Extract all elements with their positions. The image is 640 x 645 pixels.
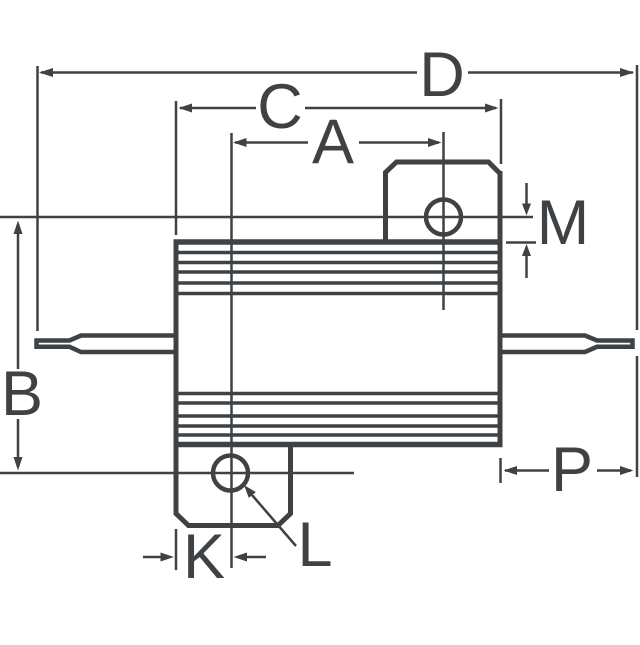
dim-label-B: B [1, 359, 43, 429]
lower-tab-hole [210, 453, 251, 493]
dim-label-L: L [297, 510, 332, 580]
arrowhead-left-icon [39, 68, 53, 77]
arrowhead-up-left-icon [244, 485, 256, 498]
arrowhead-left-icon [233, 552, 247, 562]
dim-M: M [506, 183, 589, 278]
dim-L-leader-line [251, 494, 297, 547]
dim-K: K [143, 522, 266, 592]
bottom-fin-grooves [178, 391, 498, 437]
dim-C: C [174, 72, 503, 235]
dim-label-M: M [537, 188, 589, 258]
arrowhead-left-icon [503, 466, 517, 475]
dim-B: B [1, 220, 43, 471]
arrowhead-left-icon [233, 138, 247, 147]
dim-L: L [244, 485, 333, 580]
left-lead [34, 333, 177, 355]
arrowhead-up-icon [13, 220, 23, 234]
dim-A: A [233, 107, 442, 177]
dim-P: P [499, 435, 634, 505]
arrowhead-right-icon [485, 103, 499, 113]
arrowhead-left-icon [178, 103, 192, 113]
arrowhead-right-icon [428, 138, 442, 147]
dim-label-A: A [312, 107, 354, 177]
dim-D: D [36, 40, 639, 477]
arrowhead-right-icon [620, 68, 634, 77]
arrowhead-up-icon [522, 244, 531, 256]
lower-mounting-tab [173, 444, 293, 528]
resistor-body [173, 171, 503, 448]
dim-label-K: K [183, 522, 225, 592]
dim-label-P: P [551, 435, 593, 505]
dim-label-D: D [419, 40, 465, 110]
arrowhead-down-icon [13, 457, 23, 471]
top-fin-grooves [178, 250, 498, 296]
arrowhead-down-icon [522, 203, 531, 216]
arrowhead-right-icon [620, 466, 634, 475]
dim-label-C: C [257, 72, 303, 142]
upper-mounting-tab [383, 159, 502, 244]
upper-tab-hole [423, 197, 464, 237]
arrowhead-right-icon [160, 552, 174, 562]
right-lead [499, 333, 635, 355]
